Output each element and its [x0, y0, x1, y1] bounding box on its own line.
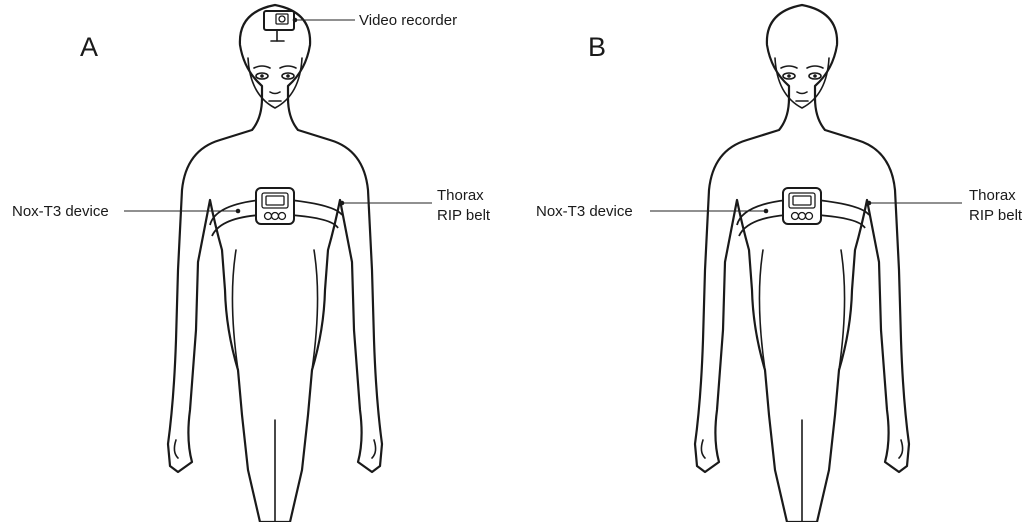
person-illustration-b — [695, 5, 909, 522]
thorax-rip-belt-label-b-line1: Thorax — [969, 187, 1016, 204]
video-recorder-label: Video recorder — [359, 12, 457, 29]
panel-b: B Nox-T3 device Thorax RIP belt — [536, 5, 1023, 522]
panel-letter-b: B — [588, 32, 606, 62]
nox-t3-device-label-b: Nox-T3 device — [536, 203, 633, 220]
nox-t3-device-label-a: Nox-T3 device — [12, 203, 109, 220]
panel-a: A Video recorder Nox-T3 device Thorax RI… — [12, 5, 491, 522]
person-illustration-a — [168, 5, 382, 522]
thorax-rip-belt-label-a-line2: RIP belt — [437, 207, 491, 224]
panel-letter-a: A — [80, 32, 98, 62]
thorax-rip-belt-label-b-line2: RIP belt — [969, 207, 1023, 224]
thorax-rip-belt-label-a-line1: Thorax — [437, 187, 484, 204]
